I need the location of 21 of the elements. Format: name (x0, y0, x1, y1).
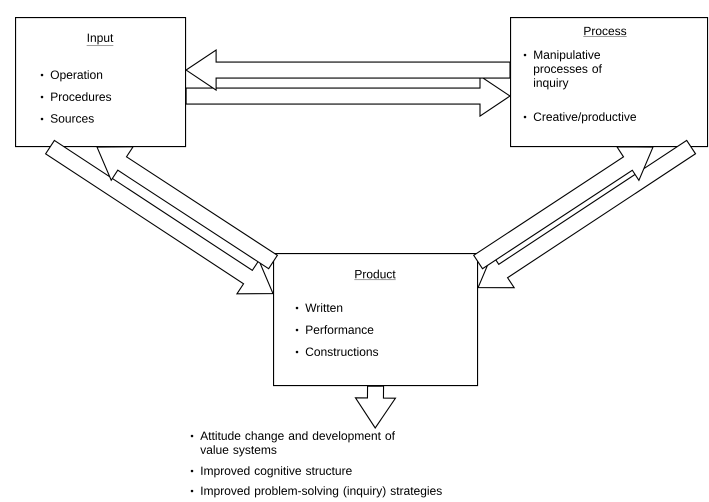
list-item: Improved problem-solving (inquiry) strategies (190, 486, 442, 498)
list-item: Improved cognitive structure (190, 466, 352, 478)
labeled-box (510, 17, 708, 148)
box-heading: Input (86, 34, 114, 46)
list-item: Attitude change and development of value systems (190, 431, 395, 456)
box-heading: Product (354, 270, 396, 280)
box-heading: Process (583, 26, 627, 37)
block-arrow (477, 140, 696, 288)
list-item: Manipulative processes of inquiry (524, 50, 602, 90)
list-item: Written (296, 303, 342, 312)
labeled-box (273, 253, 478, 386)
block-arrow (185, 49, 511, 92)
list-item: Constructions (296, 347, 378, 356)
list-item: Operation (40, 70, 102, 82)
list-item: Performance (296, 325, 374, 334)
list-item: Creative/productive (524, 112, 636, 124)
list-item: Sources (40, 114, 94, 123)
block-arrow (354, 385, 396, 429)
labeled-box (15, 17, 186, 148)
outcome-list (190, 431, 442, 498)
list-item: Procedures (40, 92, 112, 101)
